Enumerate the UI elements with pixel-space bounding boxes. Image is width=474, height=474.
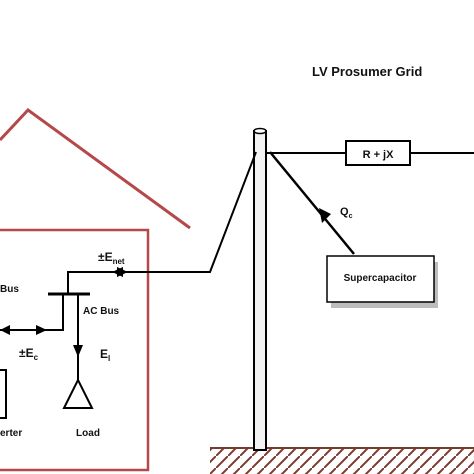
el-label: El bbox=[100, 347, 110, 363]
supercap-label: Supercapacitor bbox=[344, 273, 417, 284]
ground-hatch bbox=[210, 448, 474, 474]
pole-cap bbox=[253, 127, 267, 135]
converter-label: erter bbox=[0, 428, 22, 439]
enet-arrow-left-icon bbox=[112, 267, 123, 277]
load-label: Load bbox=[76, 428, 100, 439]
impedance-label: R + jX bbox=[363, 149, 395, 161]
qc-arrow-icon bbox=[319, 208, 331, 223]
house-feeder bbox=[67, 151, 257, 294]
enet-label: ±Enet bbox=[98, 250, 125, 266]
ec-arrow-left-icon bbox=[0, 325, 10, 335]
supercap-box bbox=[326, 255, 435, 303]
qc-label: Qc bbox=[340, 206, 353, 220]
impedance-box bbox=[345, 140, 411, 166]
supercap-connection bbox=[269, 151, 355, 255]
ec-label: ±Ec bbox=[19, 346, 39, 362]
dc-bus-label: Bus bbox=[0, 284, 19, 295]
el-arrow-icon bbox=[73, 345, 83, 357]
utility-pole bbox=[253, 130, 267, 451]
diagram-title: LV Prosumer Grid bbox=[312, 64, 422, 79]
ec-arrow-right-icon bbox=[36, 325, 47, 335]
house-walls bbox=[0, 228, 150, 472]
converter-branch bbox=[0, 294, 64, 331]
converter-box bbox=[0, 369, 7, 419]
house-roof bbox=[0, 108, 191, 230]
load-triangle-icon bbox=[62, 377, 94, 409]
ac-bus-label: AC Bus bbox=[83, 306, 120, 317]
